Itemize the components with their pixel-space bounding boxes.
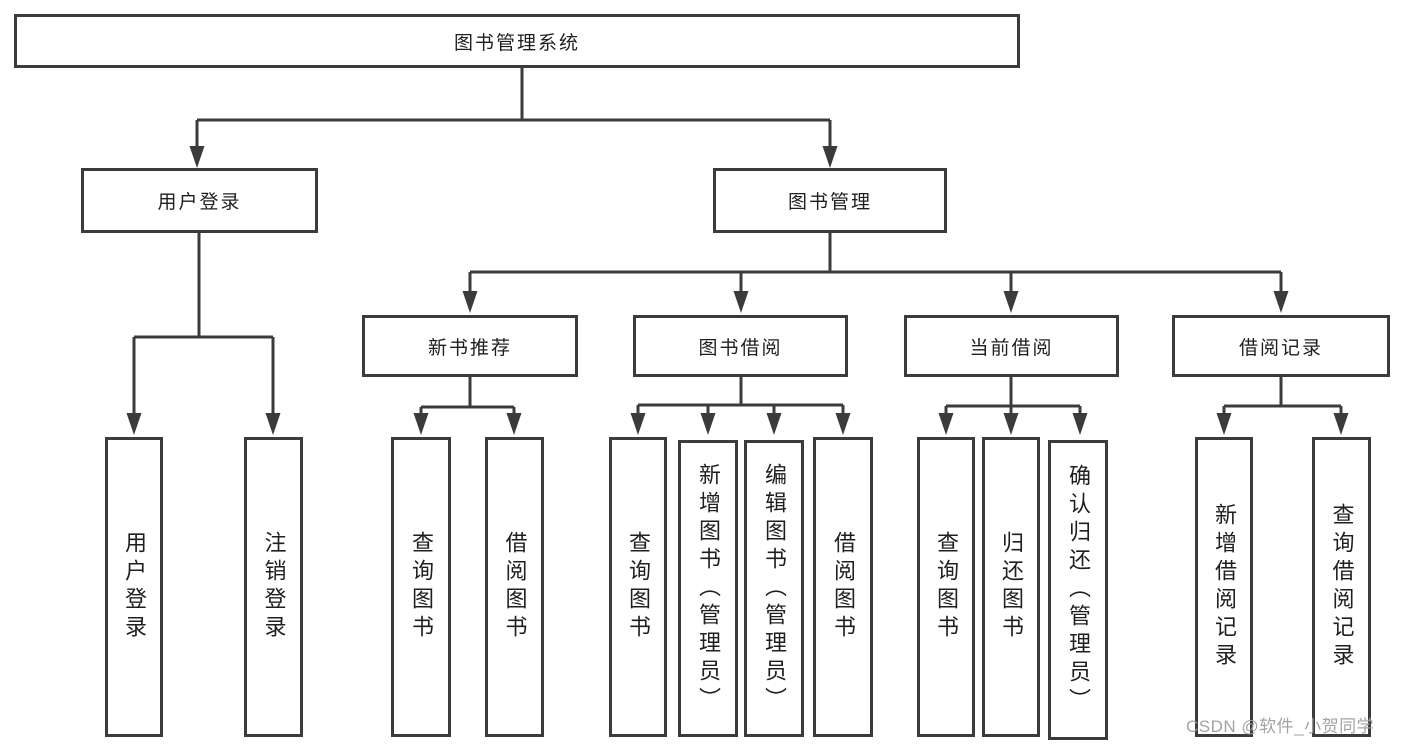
- node-current-borrow: 当前借阅: [904, 315, 1119, 377]
- node-book-borrow-label: 图书借阅: [698, 337, 783, 359]
- leaf-add-borrow-record: 新增借阅记录: [1195, 437, 1253, 737]
- csdn-watermark: CSDN @软件_小贺同学: [1186, 717, 1375, 736]
- leaf-query-books-borrow-label: 查询图书: [626, 531, 651, 643]
- node-borrow-records: 借阅记录: [1172, 315, 1390, 377]
- leaf-add-book-admin: 新增图书（管理员）: [678, 440, 738, 737]
- leaf-borrow-books-recommend: 借阅图书: [485, 437, 544, 737]
- leaf-borrow-books: 借阅图书: [813, 437, 873, 737]
- leaf-add-borrow-record-label: 新增借阅记录: [1212, 503, 1237, 671]
- leaf-borrow-books-label: 借阅图书: [831, 531, 856, 643]
- node-library-system-label: 图书管理系统: [453, 32, 580, 54]
- node-borrow-records-label: 借阅记录: [1238, 337, 1323, 359]
- leaf-user-login: 用户登录: [105, 437, 163, 737]
- leaf-query-books-borrow: 查询图书: [609, 437, 667, 737]
- leaf-confirm-return-admin: 确认归还（管理员）: [1048, 440, 1108, 740]
- node-new-book-recommend: 新书推荐: [362, 315, 578, 377]
- node-current-borrow-label: 当前借阅: [969, 337, 1054, 359]
- leaf-logout-login: 注销登录: [244, 437, 303, 737]
- leaf-edit-book-admin-label: 编辑图书（管理员）: [762, 462, 787, 715]
- leaf-confirm-return-admin-label: 确认归还（管理员）: [1066, 464, 1091, 716]
- leaf-logout-login-label: 注销登录: [261, 531, 287, 643]
- node-book-borrow: 图书借阅: [633, 315, 848, 377]
- node-book-management-label: 图书管理: [787, 192, 872, 213]
- node-library-system: 图书管理系统: [14, 14, 1020, 68]
- leaf-return-book-label: 归还图书: [999, 531, 1024, 643]
- leaf-query-borrow-record-label: 查询借阅记录: [1329, 503, 1355, 671]
- leaf-borrow-books-recommend-label: 借阅图书: [502, 531, 528, 643]
- leaf-query-books-current: 查询图书: [917, 437, 975, 737]
- node-new-book-recommend-label: 新书推荐: [427, 337, 512, 359]
- leaf-query-books-current-label: 查询图书: [934, 531, 959, 643]
- node-user-login: 用户登录: [81, 168, 318, 233]
- leaf-return-book: 归还图书: [982, 437, 1040, 737]
- node-user-login-label: 用户登录: [157, 192, 242, 213]
- leaf-query-books-recommend: 查询图书: [391, 437, 451, 737]
- leaf-edit-book-admin: 编辑图书（管理员）: [744, 440, 804, 737]
- leaf-add-book-admin-label: 新增图书（管理员）: [696, 462, 721, 715]
- leaf-query-borrow-record: 查询借阅记录: [1312, 437, 1371, 737]
- leaf-user-login-label: 用户登录: [122, 531, 147, 643]
- leaf-query-books-recommend-label: 查询图书: [409, 531, 434, 643]
- node-book-management: 图书管理: [713, 168, 947, 233]
